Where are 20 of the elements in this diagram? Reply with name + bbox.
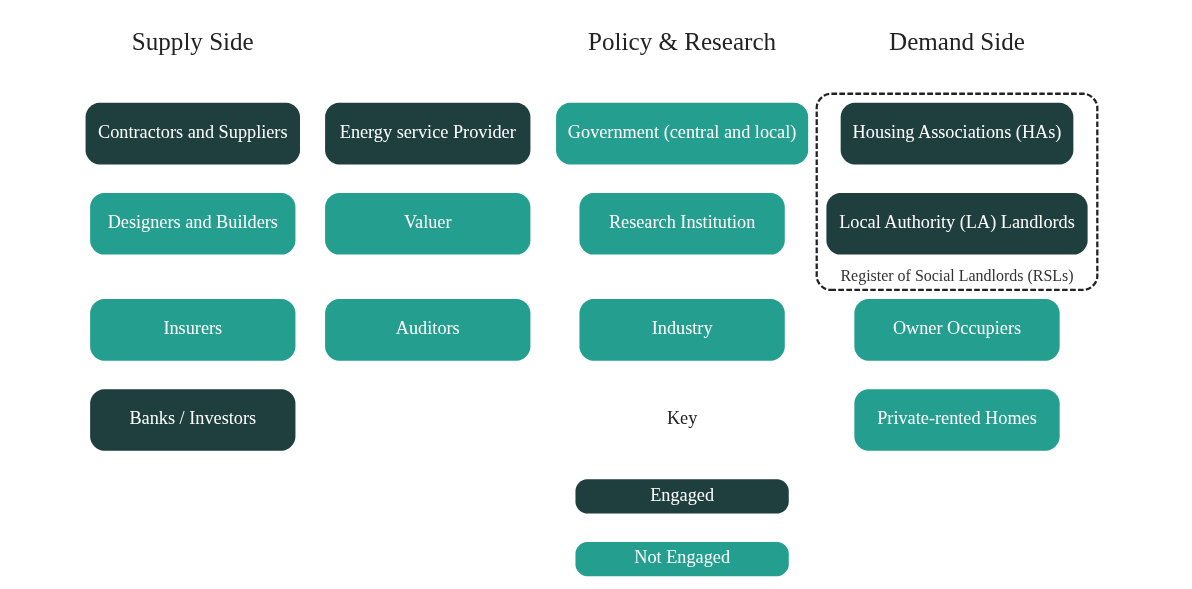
node-box: Contractors and Suppliers bbox=[85, 102, 300, 165]
legend-label: Not Engaged bbox=[634, 547, 731, 568]
node-box: Auditors bbox=[325, 299, 531, 361]
node-box: Research Institution bbox=[579, 193, 785, 255]
label: Supply Side bbox=[131, 27, 254, 55]
node-box: Energy service Provider bbox=[325, 102, 531, 165]
legend-label: Engaged bbox=[650, 484, 715, 505]
label: Demand Side bbox=[889, 27, 1025, 55]
node-box: Local Authority (LA) Landlords bbox=[826, 193, 1088, 255]
node-box: Housing Associations (HAs) bbox=[840, 102, 1074, 165]
node-box: Industry bbox=[579, 299, 785, 361]
node-box: Private-rented Homes bbox=[854, 389, 1060, 451]
node-box: Valuer bbox=[325, 193, 531, 255]
node-box: Insurers bbox=[90, 299, 296, 361]
node-box: Government (central and local) bbox=[556, 102, 809, 165]
node-box: Designers and Builders bbox=[90, 193, 296, 255]
label: Key bbox=[666, 408, 698, 429]
node-box: Banks / Investors bbox=[90, 389, 296, 451]
node-box: Owner Occupiers bbox=[854, 299, 1060, 361]
label: Policy & Research bbox=[588, 27, 777, 55]
